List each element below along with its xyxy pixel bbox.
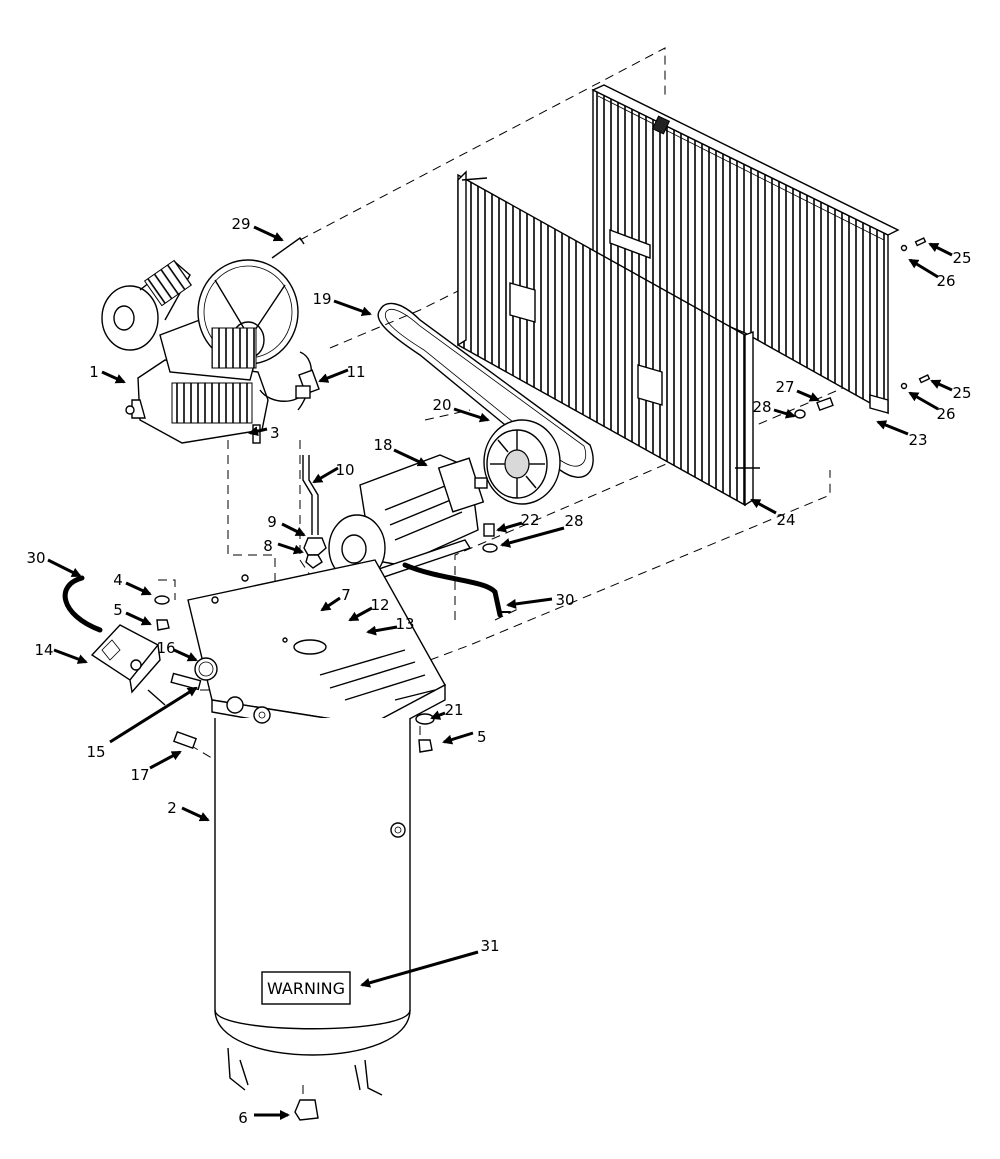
callout-label-26: 26	[936, 272, 955, 290]
callout-arrow-19	[333, 299, 372, 316]
pump-head	[101, 259, 313, 444]
callout-label-1: 1	[89, 363, 99, 381]
callout-arrow-26	[908, 258, 939, 279]
callout-label-28: 28	[752, 398, 771, 416]
callout-arrow-18	[393, 448, 428, 467]
callout-arrow-13	[366, 625, 398, 636]
callout-label-11: 11	[346, 363, 365, 381]
belt-guard-back-panel	[591, 84, 900, 415]
callout-arrow-14	[53, 648, 88, 664]
callout-label-31: 31	[480, 937, 499, 955]
callout-arrow-10	[312, 466, 339, 484]
callout-arrow-26	[908, 391, 939, 411]
callout-label-13: 13	[395, 615, 414, 633]
callout-arrow-7	[320, 596, 341, 612]
callout-label-24: 24	[776, 511, 795, 529]
hardware-small-parts	[154, 237, 931, 753]
callout-label-5: 5	[477, 728, 487, 746]
callout-label-9: 9	[267, 513, 277, 531]
callout-label-19: 19	[312, 290, 331, 308]
callout-arrow-16	[173, 648, 198, 662]
callout-label-22: 22	[520, 511, 539, 529]
air-tank: WARNING	[214, 696, 411, 1096]
callout-label-14: 14	[34, 641, 53, 659]
callout-arrow-23	[876, 420, 909, 436]
callout-label-25: 25	[952, 384, 971, 402]
callout-arrow-30	[506, 597, 553, 609]
warning-label: WARNING	[267, 979, 345, 998]
callout-arrow-22	[496, 521, 523, 533]
callout-arrow-15	[109, 686, 198, 744]
pressure-switch-assembly	[62, 575, 319, 1121]
callout-arrow-17	[149, 750, 182, 770]
belt-guard-front-panel	[457, 170, 760, 507]
callout-label-30: 30	[555, 591, 574, 609]
callout-arrow-28	[500, 526, 565, 548]
callout-label-23: 23	[908, 431, 927, 449]
callout-label-6: 6	[238, 1109, 248, 1127]
callout-label-26: 26	[936, 405, 955, 423]
callout-label-29: 29	[231, 215, 250, 233]
callout-label-8: 8	[263, 537, 273, 555]
callout-arrow-5	[125, 611, 152, 626]
callout-arrow-9	[281, 522, 306, 537]
callout-arrow-20	[453, 407, 490, 423]
callout-arrow-5	[442, 731, 474, 745]
callout-label-4: 4	[113, 571, 123, 589]
callout-arrow-21	[430, 710, 446, 720]
drive-belt	[377, 302, 594, 478]
callout-arrow-28	[773, 408, 796, 419]
callout-label-30: 30	[26, 549, 45, 567]
callout-label-21: 21	[444, 701, 463, 719]
callout-arrow-25	[928, 242, 953, 257]
callout-label-5: 5	[113, 601, 123, 619]
callout-arrow-2	[181, 806, 210, 822]
motor-pulley	[483, 419, 561, 505]
callout-arrow-12	[348, 606, 373, 622]
callout-label-2: 2	[167, 799, 177, 817]
callout-label-28: 28	[564, 512, 583, 530]
callout-arrow-24	[750, 498, 777, 515]
callout-label-17: 17	[130, 766, 149, 784]
callout-label-3: 3	[270, 424, 280, 442]
callout-label-18: 18	[373, 436, 392, 454]
callout-label-12: 12	[370, 596, 389, 614]
callout-arrow-29	[253, 225, 284, 242]
callout-label-25: 25	[952, 249, 971, 267]
callout-arrow-4	[125, 581, 152, 596]
callout-arrow-25	[930, 379, 953, 392]
callout-arrow-11	[318, 368, 349, 383]
callout-label-10: 10	[335, 461, 354, 479]
callout-label-16: 16	[156, 639, 175, 657]
callout-arrow-31	[360, 950, 479, 988]
callout-label-15: 15	[86, 743, 105, 761]
callout-labels: 1234556789101112131415161718192021222324…	[26, 215, 971, 1127]
fittings-pump	[252, 369, 327, 569]
callout-arrow-3	[248, 426, 268, 437]
tank-platform	[187, 559, 446, 742]
callout-label-7: 7	[341, 586, 351, 604]
callout-arrow-30	[47, 558, 82, 578]
callout-arrow-1	[101, 370, 126, 384]
callout-arrows	[47, 225, 953, 1120]
callout-arrow-8	[277, 542, 304, 555]
warning-label-box	[261, 971, 351, 1005]
callout-arrow-27	[796, 389, 820, 402]
callout-label-20: 20	[432, 396, 451, 414]
callout-label-27: 27	[775, 378, 794, 396]
